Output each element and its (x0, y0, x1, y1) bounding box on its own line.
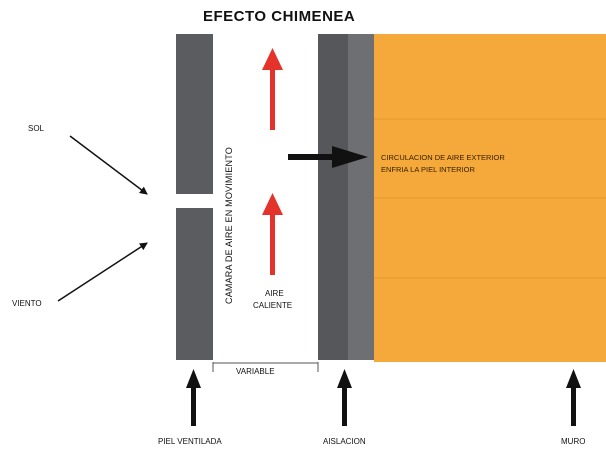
hot-air-label-line1: AIRE (265, 289, 284, 298)
insulation-label: AISLACION (323, 437, 366, 446)
variable-dimension-marker (212, 362, 319, 372)
diagram-title: EFECTO CHIMENEA (203, 8, 356, 25)
hot-air-arrow-lower (262, 193, 283, 275)
wall-label: MURO (561, 437, 586, 446)
hot-air-label-line2: CALIENTE (253, 301, 293, 310)
sun-label: SOL (28, 124, 45, 133)
wind-label: VIENTO (12, 299, 42, 308)
ventilated-skin-upper-panel (176, 34, 213, 194)
exterior-circulation-note-line2: ENFRIA LA PIEL INTERIOR (381, 165, 475, 174)
ventilated-skin-lower-panel (176, 208, 213, 360)
air-cavity-label: CAMARA DE AIRE EN MOVIMIENTO (224, 147, 234, 304)
wall-pointer-arrow (566, 369, 581, 426)
air-circulation-arrow (288, 146, 368, 168)
insulation-layer-inner (348, 34, 374, 360)
skin-pointer-arrow (186, 369, 201, 426)
variable-width-label: VARIABLE (236, 367, 275, 376)
wind-arrow (57, 242, 148, 302)
insulation-pointer-arrow (337, 369, 352, 426)
exterior-circulation-note-line1: CIRCULACION DE AIRE EXTERIOR (381, 153, 505, 162)
hot-air-arrow-upper (262, 48, 283, 130)
sun-arrow (69, 135, 148, 195)
ventilated-skin-label: PIEL VENTILADA (158, 437, 222, 446)
insulation-layer (318, 34, 348, 360)
